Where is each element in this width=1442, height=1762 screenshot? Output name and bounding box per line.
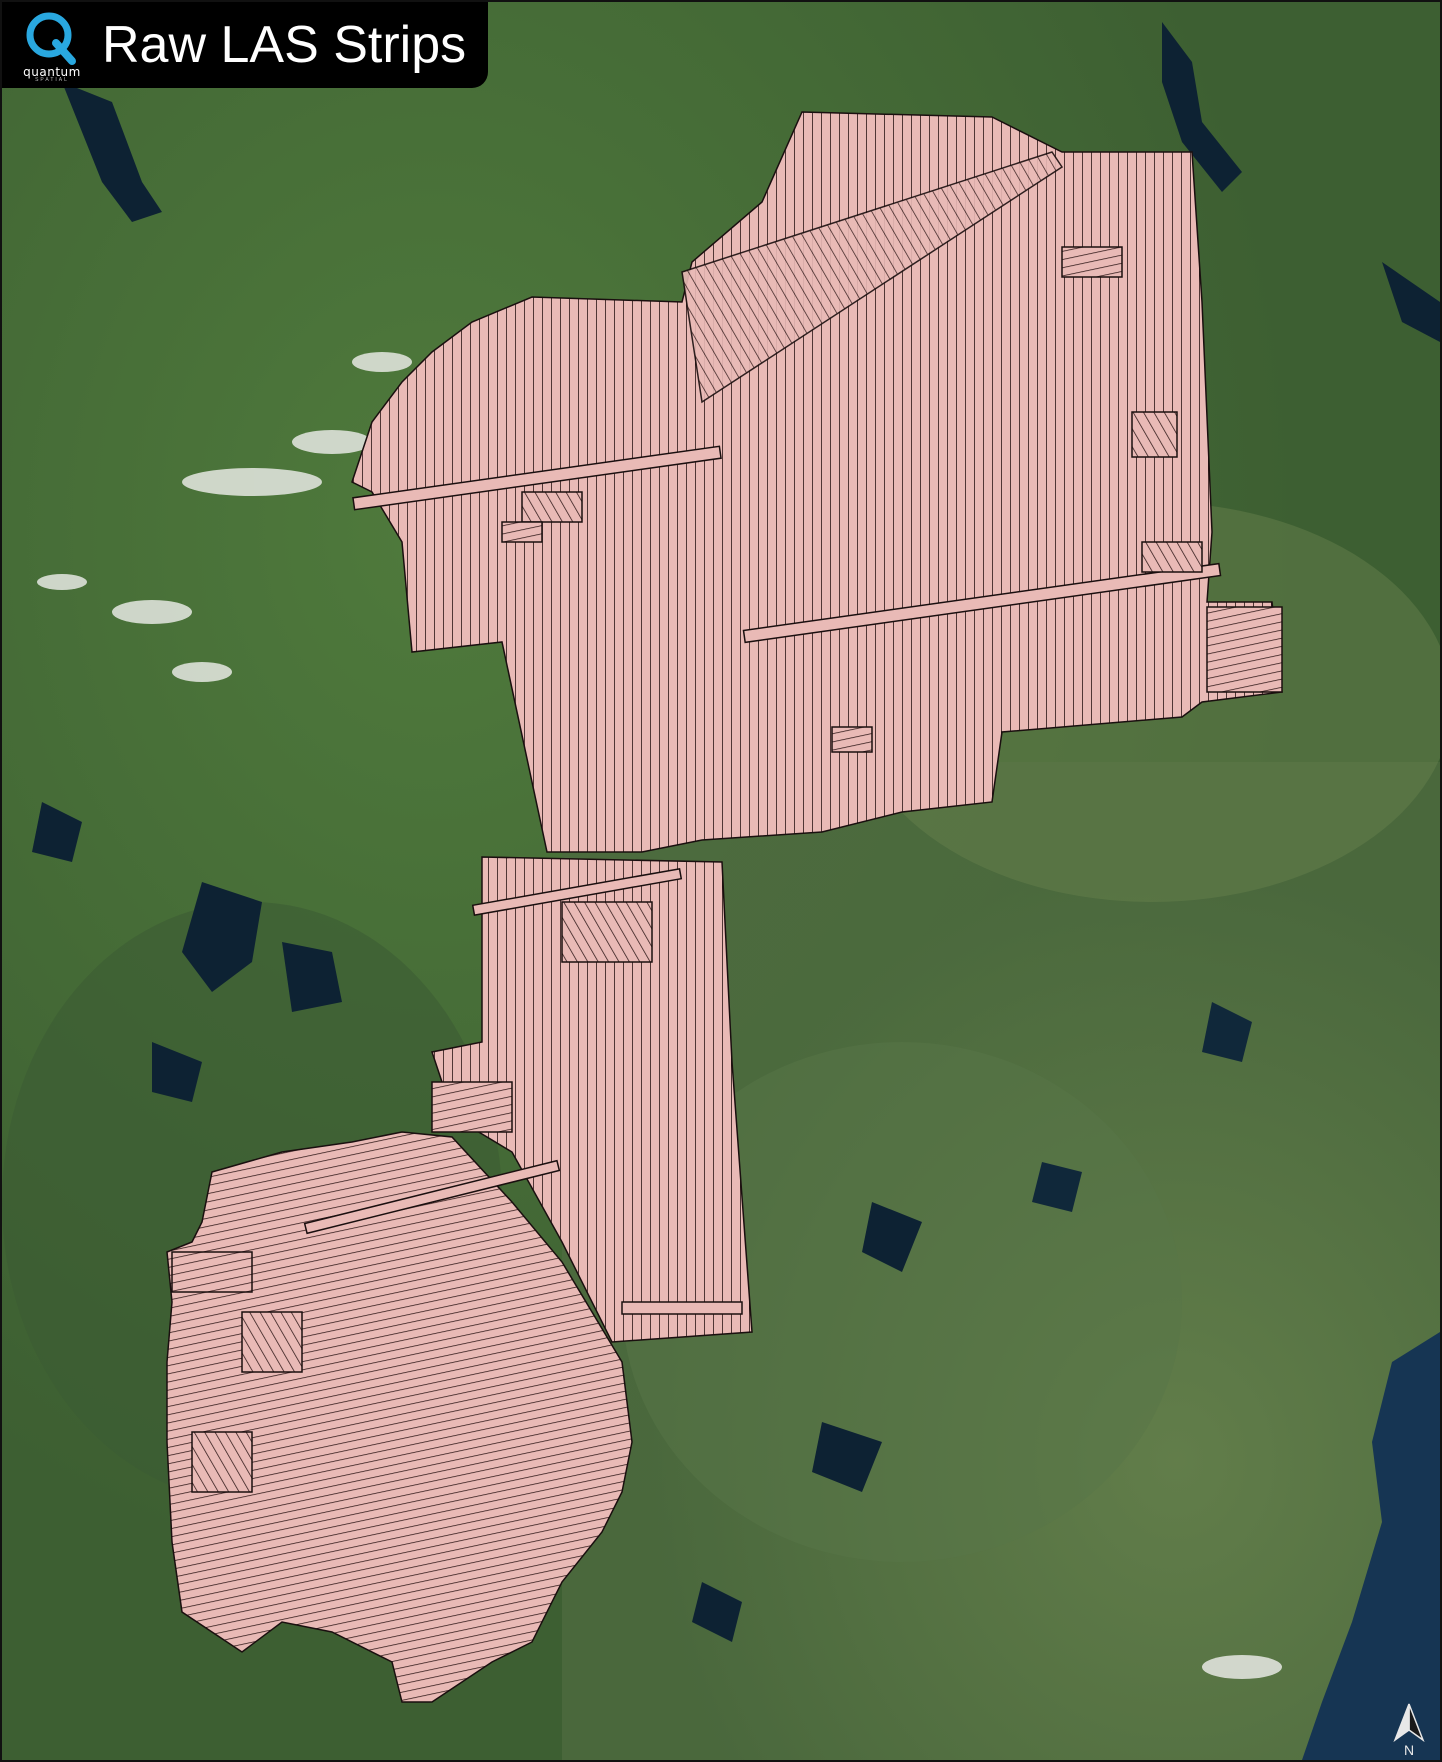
clouds [37, 352, 1282, 1679]
map-title: Raw LAS Strips [102, 16, 467, 74]
north-arrow: N [1392, 1702, 1426, 1758]
quantum-logo: quantum SPATIAL [10, 7, 94, 83]
logo-wordmark: quantum [23, 65, 81, 79]
las-strip-coverage[interactable] [166, 111, 1283, 1703]
q-logo-icon [26, 12, 76, 65]
north-label: N [1403, 1742, 1415, 1758]
logo-tagline: SPATIAL [35, 77, 69, 83]
map-title-box: quantum SPATIAL Raw LAS Strips [2, 2, 488, 88]
north-arrow-icon [1393, 1703, 1425, 1743]
